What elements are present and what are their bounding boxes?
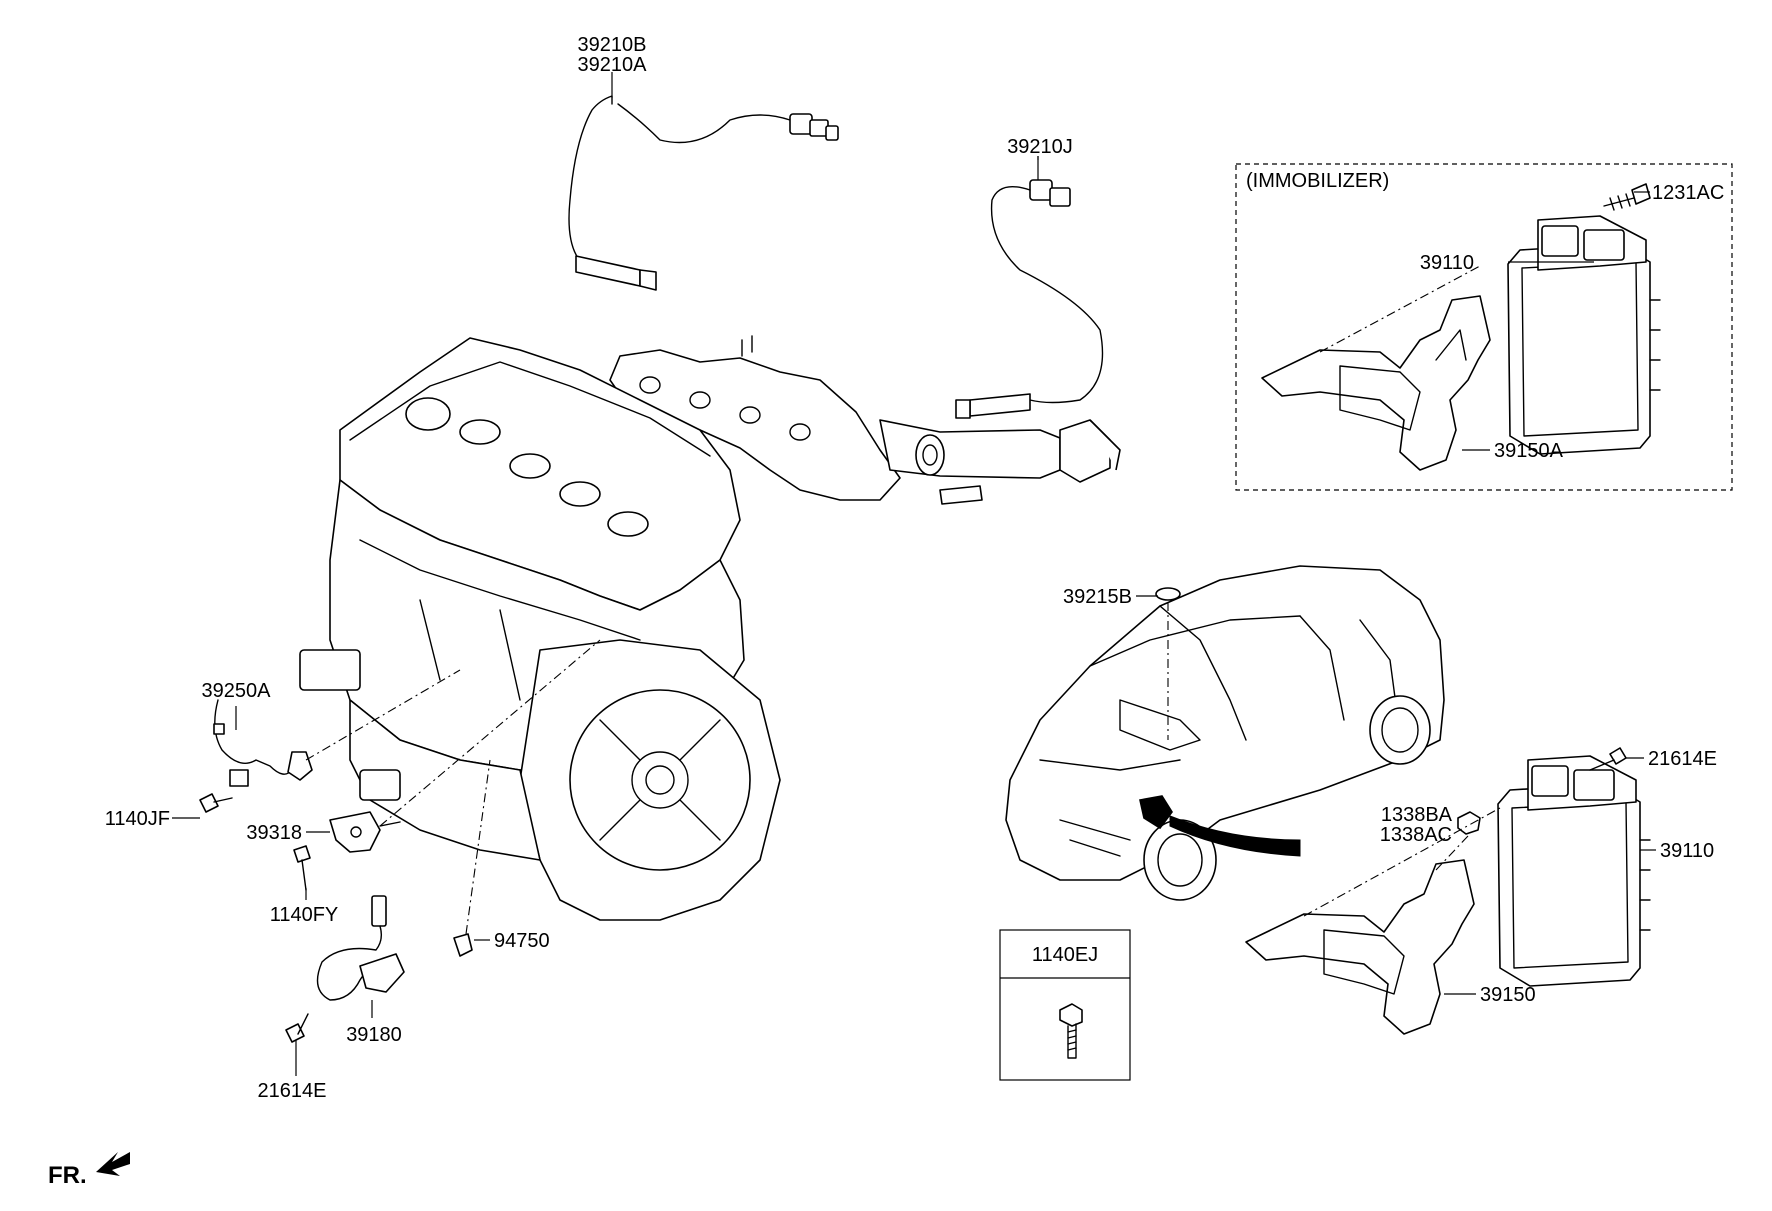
leader-lines bbox=[172, 156, 1656, 1076]
part-label-1140jf: 1140JF bbox=[104, 808, 170, 830]
nut-1338ba-icon bbox=[1435, 811, 1481, 871]
crankshaft-sensor-icon bbox=[316, 895, 405, 1001]
part-label-1338ba: 1338BA bbox=[1380, 804, 1452, 826]
part-label-39210a: 39210A bbox=[577, 54, 647, 76]
ecu-cover-cap-icon bbox=[1155, 587, 1181, 740]
part-label-39150a: 39150A bbox=[1494, 440, 1563, 462]
part-label-39110: 39110 bbox=[1660, 840, 1715, 862]
vehicle-icon bbox=[1005, 565, 1445, 901]
front-direction-arrow-icon bbox=[96, 1152, 130, 1176]
oxygen-sensor-downstream-icon bbox=[955, 156, 1104, 419]
bolt-1140jf-icon bbox=[199, 793, 233, 813]
part-label-94750: 94750 bbox=[494, 930, 550, 952]
part-label-39110-immobilizer: 39110 bbox=[1419, 252, 1474, 274]
part-label-1338ac: 1338AC bbox=[1379, 824, 1452, 846]
part-label-1231ac: 1231AC bbox=[1652, 182, 1725, 204]
oxygen-sensor-upstream-icon bbox=[568, 72, 839, 291]
bolt-1140ej-callout-box bbox=[999, 929, 1131, 1081]
ecu-immobilizer-icon bbox=[1507, 215, 1661, 455]
ecu-bracket-immobilizer-icon bbox=[1261, 295, 1491, 471]
part-label-39150: 39150 bbox=[1480, 984, 1536, 1006]
camshaft-sensor-icon bbox=[329, 639, 601, 853]
part-label-1140ej: 1140EJ bbox=[1031, 944, 1099, 966]
part-label-39210j: 39210J bbox=[1007, 136, 1073, 158]
bolt-21614e-left-icon bbox=[285, 1013, 309, 1043]
part-label-1140fy: 1140FY bbox=[269, 904, 339, 926]
part-label-39210b: 39210B bbox=[577, 34, 647, 56]
part-label-39215b: 39215B bbox=[1063, 586, 1132, 608]
part-label-39250a: 39250A bbox=[201, 680, 271, 702]
ecu-icon bbox=[1497, 755, 1651, 987]
front-direction-label: FR. bbox=[48, 1162, 87, 1189]
knock-sensor-icon bbox=[213, 669, 461, 787]
bolt-1231ac-icon bbox=[1603, 183, 1651, 211]
part-label-21614e-right: 21614E bbox=[1648, 748, 1717, 770]
engine-assembly-icon bbox=[299, 337, 781, 921]
part-label-39180: 39180 bbox=[346, 1024, 402, 1046]
part-label-39318: 39318 bbox=[246, 822, 302, 844]
ecu-bracket-icon bbox=[1245, 859, 1475, 1035]
immobilizer-group-box bbox=[1235, 163, 1733, 491]
part-label-21614e-left: 21614E bbox=[257, 1080, 327, 1102]
bolt-1140fy-icon bbox=[293, 845, 311, 891]
oil-pressure-switch-icon bbox=[453, 759, 491, 957]
exhaust-manifold-icon bbox=[609, 335, 1121, 505]
immobilizer-group-title: (IMMOBILIZER) bbox=[1246, 170, 1390, 192]
